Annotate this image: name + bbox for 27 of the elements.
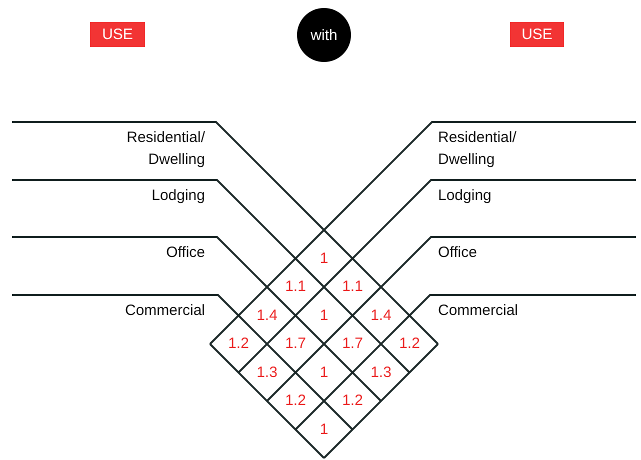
use-tag: USE (510, 22, 564, 47)
cell-value: 1 (318, 250, 330, 268)
row-label: Lodging (438, 186, 492, 206)
row-label: Office (438, 243, 478, 263)
cell-value: 1.2 (341, 392, 364, 410)
cell-value: 1.7 (341, 335, 364, 353)
row-label: Office (165, 243, 205, 263)
cell-value: 1.3 (256, 364, 278, 382)
row-label: Commercial (438, 301, 520, 321)
cell-value: 1.1 (284, 278, 307, 296)
cell-value: 1 (318, 306, 330, 324)
row-label: Residential/ Dwelling (126, 128, 205, 170)
cell-value: 1.4 (370, 306, 392, 324)
cell-value: 1 (318, 420, 330, 438)
cell-value: 1 (318, 364, 330, 382)
cell-value: 1.7 (284, 335, 307, 353)
with-circle: with (297, 8, 351, 62)
row-label: Lodging (150, 186, 205, 206)
cell-value: 1.1 (341, 278, 364, 296)
cell-value: 1.2 (227, 335, 250, 353)
cell-value: 1.4 (256, 306, 278, 324)
cell-value: 1.3 (370, 364, 392, 382)
cell-value: 1.2 (398, 335, 421, 353)
use-tag: USE (90, 22, 145, 47)
row-label: Commercial (124, 301, 205, 321)
cell-value: 1.2 (284, 392, 307, 410)
row-label: Residential/ Dwelling (438, 128, 518, 170)
